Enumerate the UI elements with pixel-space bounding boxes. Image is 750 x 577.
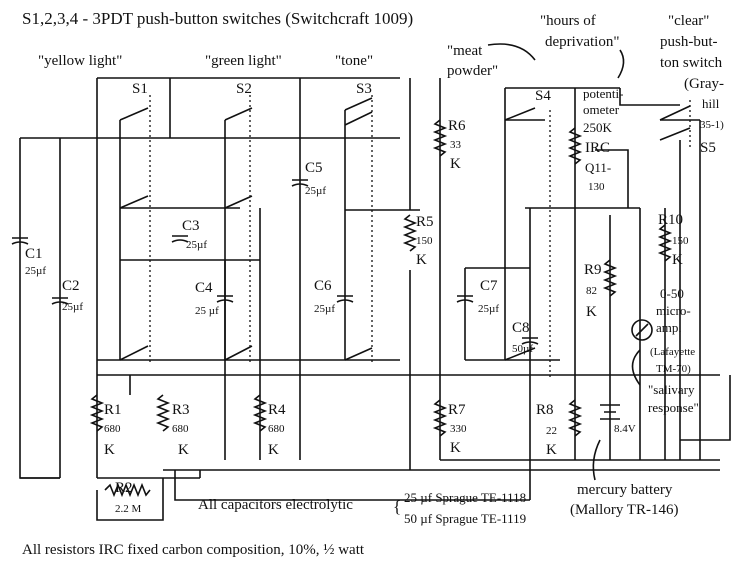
r6-value: 33 (450, 139, 462, 151)
r4-value: 680 (268, 423, 285, 435)
c5-name: C5 (305, 160, 323, 176)
r9-unit: K (586, 304, 597, 320)
pot-model-1: Q11- (585, 160, 611, 175)
label-tone: "tone" (335, 53, 373, 69)
r1-value: 680 (104, 423, 121, 435)
r10-value: 150 (672, 235, 689, 247)
c6-value: 25µf (314, 303, 335, 315)
arrow-icon (617, 49, 625, 79)
arrow-icon (487, 43, 536, 61)
label-green-light: "green light" (205, 53, 282, 69)
c7-value: 25µf (478, 303, 499, 315)
meter-model-2: TM-70) (656, 363, 691, 375)
resistor-note: All resistors IRC fixed carbon compositi… (22, 542, 365, 558)
r8-value: 22 (546, 425, 557, 437)
r5-unit: K (416, 252, 427, 268)
label-meat-2: powder" (447, 63, 498, 79)
pot-maker: IRC (585, 140, 610, 156)
switch-s2-label: S2 (236, 81, 252, 97)
label-clear-2: push-but- (660, 34, 718, 50)
r5-value: 150 (416, 235, 433, 247)
c1-name: C1 (25, 246, 43, 262)
capacitor-symbols (11, 179, 539, 345)
label-clear-3: ton switch (660, 55, 723, 71)
r4-unit: K (268, 442, 279, 458)
c8-name: C8 (512, 320, 530, 336)
brace-icon: { (393, 497, 401, 516)
c8-value: 50µf (512, 343, 533, 355)
r6-unit: K (450, 156, 461, 172)
title: S1,2,3,4 - 3PDT push-button switches (Sw… (22, 9, 413, 28)
c2-name: C2 (62, 278, 80, 294)
c3-value: 25µf (186, 239, 207, 251)
c3-name: C3 (182, 218, 200, 234)
meter-label-1: micro- (656, 303, 691, 318)
r7-value: 330 (450, 423, 467, 435)
r1-name: R1 (104, 402, 122, 418)
r10-name: R10 (658, 212, 683, 228)
r7-unit: K (450, 440, 461, 456)
switch-s1-label: S1 (132, 81, 148, 97)
r9-name: R9 (584, 262, 602, 278)
r8-name: R8 (536, 402, 554, 418)
label-meat-1: "meat (447, 43, 483, 59)
c4-name: C4 (195, 280, 213, 296)
switch-linkages (149, 95, 691, 380)
capacitor-note-25: 25 µf Sprague TE-1118 (404, 490, 526, 505)
battery-voltage: 8.4V (614, 423, 636, 435)
capacitor-note: All capacitors electrolytic (198, 497, 353, 513)
battery-model: (Mallory TR-146) (570, 502, 678, 518)
arrow-icon (631, 349, 641, 386)
label-yellow-light: "yellow light" (38, 53, 122, 69)
r3-unit: K (178, 442, 189, 458)
resistor-symbols (89, 119, 673, 498)
r5-name: R5 (416, 214, 434, 230)
c6-name: C6 (314, 278, 332, 294)
wires (19, 77, 731, 521)
c7-name: C7 (480, 278, 498, 294)
microammeter-symbol (631, 319, 653, 341)
pot-model-2: 130 (588, 181, 605, 193)
switch-s3-label: S3 (356, 81, 372, 97)
r9-value: 82 (586, 285, 597, 297)
label-clear-6: 35-1) (700, 119, 724, 131)
label-clear-5: hill (702, 96, 720, 111)
c4-value: 25 µf (195, 305, 219, 317)
r7-name: R7 (448, 402, 466, 418)
meter-model-1: (Lafayette (650, 346, 695, 358)
c1-value: 25µf (25, 265, 46, 277)
meter-label-2: amp. (656, 320, 682, 335)
label-clear-4: (Gray- (684, 76, 724, 92)
meter-range: 0-50 (660, 286, 684, 301)
label-clear-1: "clear" (668, 13, 709, 29)
salivary-label-2: response" (648, 400, 699, 415)
salivary-label-1: "salivary (648, 382, 695, 397)
r10-unit: K (672, 252, 683, 268)
r6-name: R6 (448, 118, 466, 134)
pot-label-2: ometer (583, 102, 620, 117)
r2-value: 2.2 M (115, 503, 142, 515)
switch-s4-label: S4 (535, 88, 551, 104)
r2-name: R2 (115, 480, 133, 496)
c5-value: 25µf (305, 185, 326, 197)
r3-value: 680 (172, 423, 189, 435)
meter-needle-icon (635, 323, 649, 337)
label-hours-1: "hours of (540, 13, 596, 29)
r8-unit: K (546, 442, 557, 458)
pot-label-1: potenti- (583, 86, 623, 101)
r3-name: R3 (172, 402, 190, 418)
battery-label: mercury battery (577, 482, 673, 498)
battery-symbol (600, 404, 620, 420)
r4-name: R4 (268, 402, 286, 418)
switch-s5-label: S5 (700, 140, 716, 156)
switch-contacts (119, 97, 691, 361)
c2-value: 25µf (62, 301, 83, 313)
capacitor-note-50: 50 µf Sprague TE-1119 (404, 511, 526, 526)
arrow-icon (592, 439, 601, 481)
pot-value: 250K (583, 120, 613, 135)
label-hours-2: deprivation" (545, 34, 619, 50)
r1-unit: K (104, 442, 115, 458)
